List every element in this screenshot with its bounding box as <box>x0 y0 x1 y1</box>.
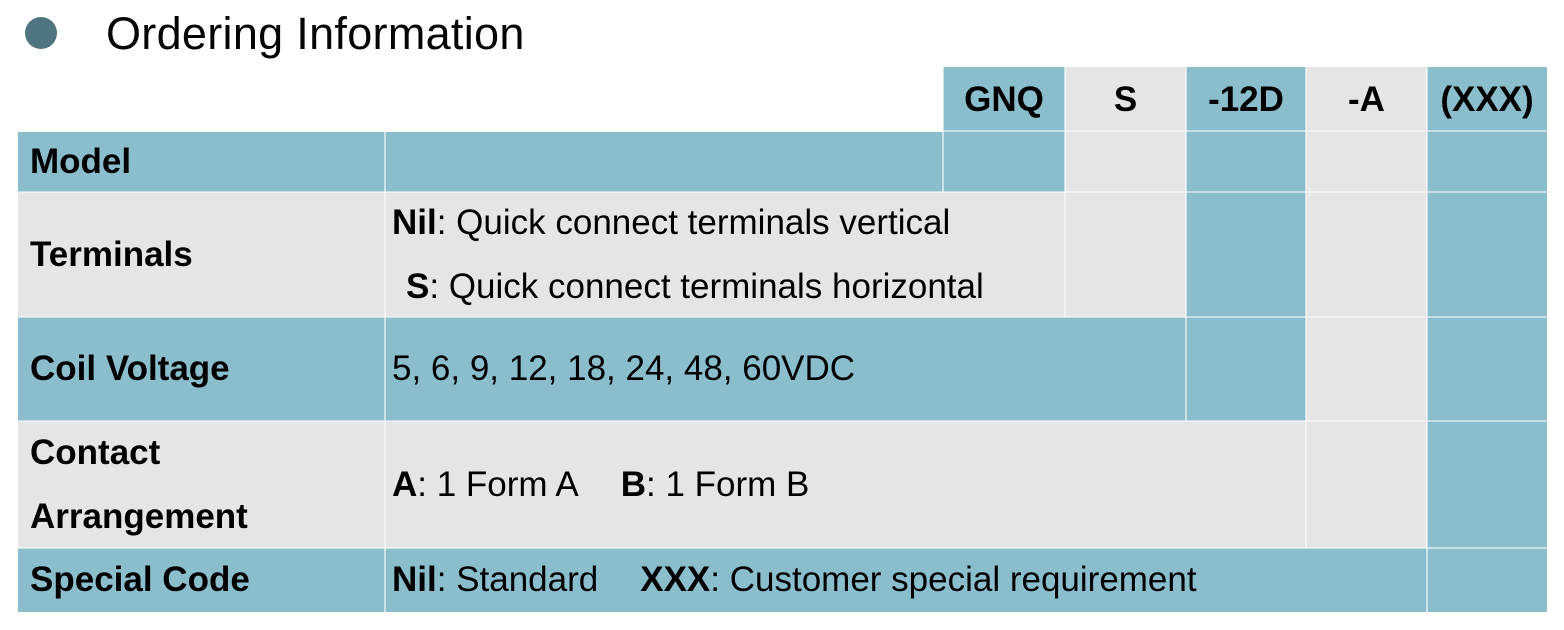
gridline <box>18 420 1547 422</box>
row-label-model: Model <box>30 142 132 181</box>
column-divider-line <box>384 132 386 612</box>
code-12d: -12D <box>1208 79 1284 119</box>
gridline <box>18 316 1547 318</box>
code-a: -A <box>1348 79 1385 119</box>
code-gnq: GNQ <box>964 79 1044 119</box>
section-title: Ordering Information <box>106 8 525 59</box>
row-special-code-bg <box>18 548 1547 612</box>
terminals-options: Nil: Quick connect terminals vertical S:… <box>392 192 1392 317</box>
row-label-coil-voltage: Coil Voltage <box>30 349 230 388</box>
terminals-option-s: S: Quick connect terminals horizontal <box>406 266 984 306</box>
row-contact-arrangement-bg <box>18 421 1427 548</box>
section-bullet-icon <box>25 17 57 49</box>
row-terminals-bg <box>18 192 1186 317</box>
row-coil-voltage-bg <box>18 317 1306 421</box>
gridline <box>943 130 1547 132</box>
row-label-contact-arrangement: Contact Arrangement <box>30 432 248 536</box>
code-column-xxx: (XXX) <box>1427 67 1547 612</box>
coil-voltage-options: 5, 6, 9, 12, 18, 24, 48, 60VDC <box>392 317 1392 421</box>
row-label-special-code: Special Code <box>30 560 250 599</box>
row-model-bg <box>18 132 1065 192</box>
gridline <box>18 547 1547 549</box>
gridline <box>18 191 1547 193</box>
gridline <box>942 67 944 192</box>
code-xxx: (XXX) <box>1440 79 1534 119</box>
gridline <box>1305 67 1307 548</box>
terminals-option-nil: Nil: Quick connect terminals vertical <box>392 202 951 242</box>
code-s: S <box>1113 79 1138 119</box>
row-label-terminals: Terminals <box>30 234 193 274</box>
gridline <box>1426 67 1428 612</box>
coil-voltage-values: 5, 6, 9, 12, 18, 24, 48, 60VDC <box>392 349 856 388</box>
gridline <box>1185 67 1187 421</box>
